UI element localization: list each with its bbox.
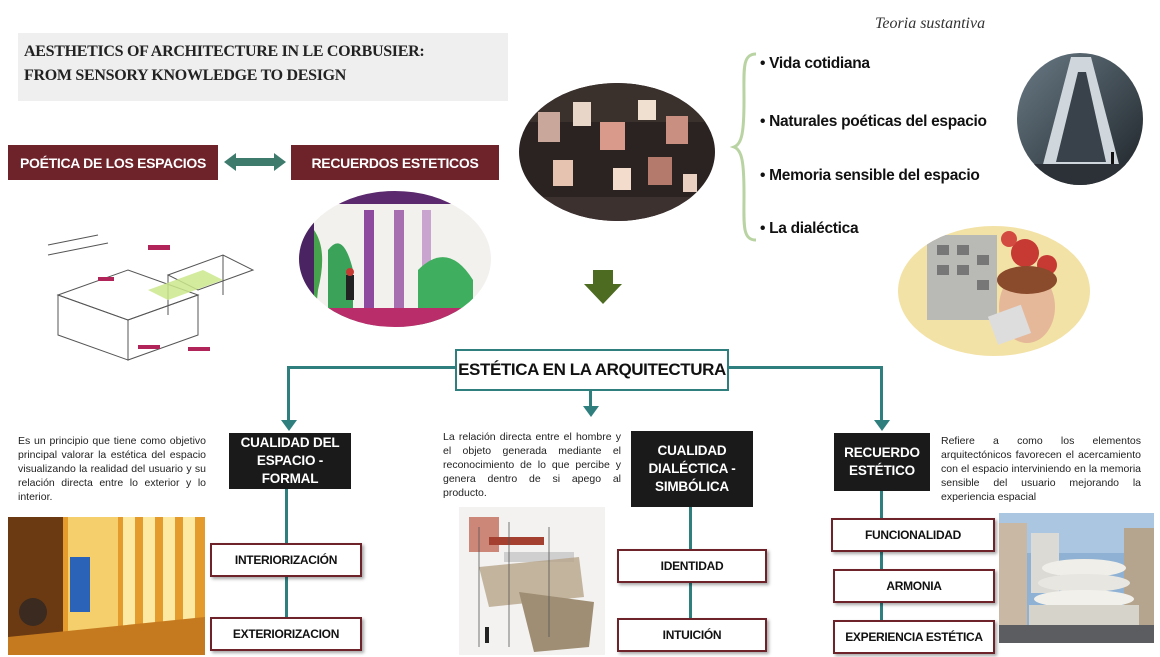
cualidad-espacio-formal-box: CUALIDAD DEL ESPACIO - FORMAL: [229, 433, 351, 489]
intuicion-item: INTUICIÓN: [617, 618, 767, 652]
exteriorizacion-item: EXTERIORIZACION: [210, 617, 362, 651]
right-branch-description: Refiere a como los elementos arquitectón…: [941, 435, 1141, 503]
title-background: [18, 33, 508, 101]
page-title: AESTHETICS OF ARCHITECTURE IN LE CORBUSI…: [24, 40, 504, 88]
bullet-item: • Vida cotidiana: [760, 55, 870, 72]
armonia-item: ARMONIA: [833, 569, 995, 603]
collage-image: [898, 226, 1090, 356]
bullet-item: • La dialéctica: [760, 220, 859, 237]
gallery-image: [519, 83, 715, 221]
brace-shape: [730, 52, 757, 242]
box-title-line: RECUERDO: [844, 445, 920, 460]
left-branch-description: Es un principio que tiene como objetivo …: [18, 435, 206, 503]
cualidad-dialectica-simbolica-box: CUALIDAD DIALÉCTICA - SIMBÓLICA: [631, 431, 753, 507]
box-title-line: ESPACIO - FORMAL: [256, 453, 324, 486]
architecture-sketch-image: [38, 215, 256, 365]
funcionalidad-item: FUNCIONALIDAD: [831, 518, 995, 552]
interiorizacion-item: INTERIORIZACIÓN: [210, 543, 362, 577]
arrowhead-icon: [583, 406, 599, 417]
middle-branch-description: La relación directa entre el hombre y el…: [443, 431, 621, 499]
identidad-item: IDENTIDAD: [617, 549, 767, 583]
recuerdos-esteticos-label: RECUERDOS ESTETICOS: [291, 145, 499, 180]
corridor-image: [8, 517, 205, 655]
exploded-collage-image: [459, 507, 605, 655]
teoria-heading: Teoria sustantiva: [875, 15, 986, 32]
connector-line: [288, 366, 455, 369]
colonnade-image: [299, 191, 491, 327]
box-title-line: DIALÉCTICA -: [648, 461, 736, 476]
connector-line: [589, 391, 592, 409]
box-title-line: ESTÉTICO: [849, 463, 915, 478]
recuerdo-estetico-box: RECUERDO ESTÉTICO: [834, 433, 930, 491]
guggenheim-image: [999, 513, 1154, 643]
concrete-room-image: [1017, 53, 1143, 185]
poetica-espacios-label: POÉTICA DE LOS ESPACIOS: [8, 145, 218, 180]
connector-line: [880, 491, 883, 621]
bullet-item: • Naturales poéticas del espacio: [760, 113, 987, 130]
arrowhead-icon: [874, 420, 890, 431]
box-title-line: SIMBÓLICA: [655, 479, 729, 494]
title-line-1: AESTHETICS OF ARCHITECTURE IN LE CORBUSI…: [24, 43, 425, 60]
connector-line: [727, 366, 882, 369]
box-title-line: CUALIDAD DEL: [240, 435, 340, 450]
central-concept-box: ESTÉTICA EN LA ARQUITECTURA: [455, 349, 729, 391]
down-arrow-icon: [584, 270, 622, 304]
double-arrow-icon: [224, 153, 286, 171]
title-line-2: FROM SENSORY KNOWLEDGE TO DESIGN: [24, 67, 347, 84]
connector-line: [880, 366, 883, 424]
arrowhead-icon: [281, 420, 297, 431]
experiencia-estetica-item: EXPERIENCIA ESTÉTICA: [833, 620, 995, 654]
connector-line: [287, 366, 290, 424]
box-title-line: CUALIDAD: [657, 443, 727, 458]
bullet-item: • Memoria sensible del espacio: [760, 167, 980, 184]
